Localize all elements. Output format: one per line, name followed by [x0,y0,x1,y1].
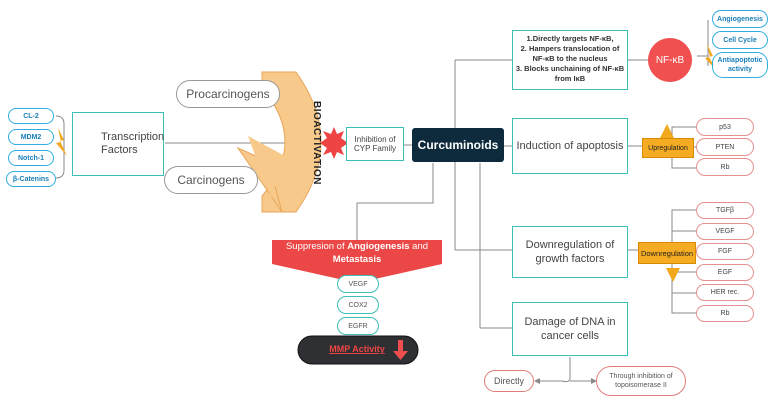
tf-item-notch1[interactable]: Notch-1 [8,150,54,166]
growth-item-label: TGFβ [715,207,735,214]
procarcinogens-label: Procarcinogens [186,87,270,101]
growth-item-her[interactable]: HER rec. [696,284,754,301]
tf-item-label: Notch-1 [17,154,45,162]
transcription-factors-box[interactable]: Transcription Factors [72,112,164,176]
nfkb-target-label: Antiapoptotic activity [717,57,763,73]
angio-item-egfr[interactable]: EGFR [337,317,379,335]
carcinogens-label: Carcinogens [177,173,245,187]
growth-item-egf[interactable]: EGF [696,264,754,281]
angio-item-cox2[interactable]: COX2 [337,296,379,314]
dna-damage-label: Damage of DNA in cancer cells [524,316,616,342]
nfkb-circle-label: NF-κB [655,54,685,66]
angio-item-vegf[interactable]: VEGF [337,275,379,293]
nfkb-target-antiapoptotic[interactable]: Antiapoptotic activity [712,52,768,78]
angio-item-label: VEGF [348,280,368,288]
growth-item-label: FGF [718,248,732,255]
growth-item-vegf[interactable]: VEGF [696,223,754,240]
tf-item-label: MDM2 [20,133,42,141]
apoptosis-box[interactable]: Induction of apoptosis [512,118,628,174]
tf-item-mdm2[interactable]: MDM2 [8,129,54,145]
downregulation-tag: Downregulation [638,242,696,264]
angiogenesis-banner[interactable]: Suppresion of Angiogenesis and Metastasi… [274,241,440,269]
cyp-inhibition-box[interactable]: Inhibition of CYP Family [346,127,404,161]
growth-item-label: HER rec. [710,289,740,296]
apoptosis-item-label: p53 [719,123,731,131]
angio-item-label: EGFR [348,322,368,330]
angio-prefix: Suppresion of [285,241,348,252]
apoptosis-item-p53[interactable]: p53 [696,118,754,136]
upregulation-label: Upregulation [648,144,688,152]
dna-damage-box[interactable]: Damage of DNA in cancer cells [512,302,628,356]
apoptosis-item-label: Rb [720,163,730,171]
growth-factors-label: Downregulation of growth factors [525,239,615,265]
nfkb-line: 2. Hampers translocation of [520,44,620,53]
growth-item-rb[interactable]: Rb [696,305,754,322]
growth-item-fgf[interactable]: FGF [696,243,754,260]
nfkb-mechanisms-box[interactable]: 1.Directly targets NF-κB, 2. Hampers tra… [512,30,628,90]
nfkb-line: 1.Directly targets NF-κB, [526,34,614,43]
angio-item-label: COX2 [348,301,368,309]
nfkb-target-label: Cell Cycle [723,36,757,44]
apoptosis-item-pten[interactable]: PTEN [696,138,754,156]
tf-item-label: β-Catenins [12,175,50,183]
bioactivation-label: BIOACTIVATION [311,101,322,185]
angio-bold-metastasis: Metastasis [332,253,382,265]
downregulation-label: Downregulation [640,248,694,258]
growth-item-label: EGF [717,269,733,276]
dna-directly-node[interactable]: Directly [484,370,534,392]
tf-item-cl2[interactable]: CL-2 [8,108,54,124]
dna-directly-label: Directly [493,376,524,386]
angio-bold-angiogenesis: Angiogenesis [347,241,410,252]
apoptosis-item-rb[interactable]: Rb [696,158,754,176]
dna-topoisomerase-node[interactable]: Through inhibition of topoisomerase II [596,366,686,396]
nfkb-line: 3. Blocks unchaining of NF-κB [515,64,625,73]
nfkb-circle[interactable]: NF-κB [648,38,692,82]
growth-item-tgfb[interactable]: TGFβ [696,202,754,219]
nfkb-target-label: Angiogenesis [717,15,763,23]
apoptosis-item-label: PTEN [715,143,735,151]
nfkb-target-cell-cycle[interactable]: Cell Cycle [712,31,768,49]
angio-mid: and [409,241,429,252]
growth-item-label: VEGF [715,228,735,235]
upregulation-tag: Upregulation [642,138,694,158]
nfkb-target-angiogenesis[interactable]: Angiogenesis [712,10,768,28]
procarcinogens-node[interactable]: Procarcinogens [176,80,280,108]
growth-item-label: Rb [720,310,730,317]
mmp-activity-label: MMP Activity [329,344,385,354]
apoptosis-label: Induction of apoptosis [516,140,624,152]
tf-item-beta-catenins[interactable]: β-Catenins [6,171,56,187]
carcinogens-node[interactable]: Carcinogens [164,166,258,194]
tf-item-label: CL-2 [23,112,39,120]
nfkb-line: NF-κB to the nucleus [532,54,608,63]
transcription-factors-label: Transcription Factors [101,131,165,156]
cyp-inhibition-label: Inhibition of CYP Family [353,135,397,153]
nfkb-line: from IκB [554,74,586,83]
curcuminoids-label: Curcuminoids [417,138,499,152]
growth-factors-box[interactable]: Downregulation of growth factors [512,226,628,278]
dna-topoisomerase-label: Through inhibition of topoisomerase II [609,373,673,389]
curcuminoids-node[interactable]: Curcuminoids [412,128,504,162]
